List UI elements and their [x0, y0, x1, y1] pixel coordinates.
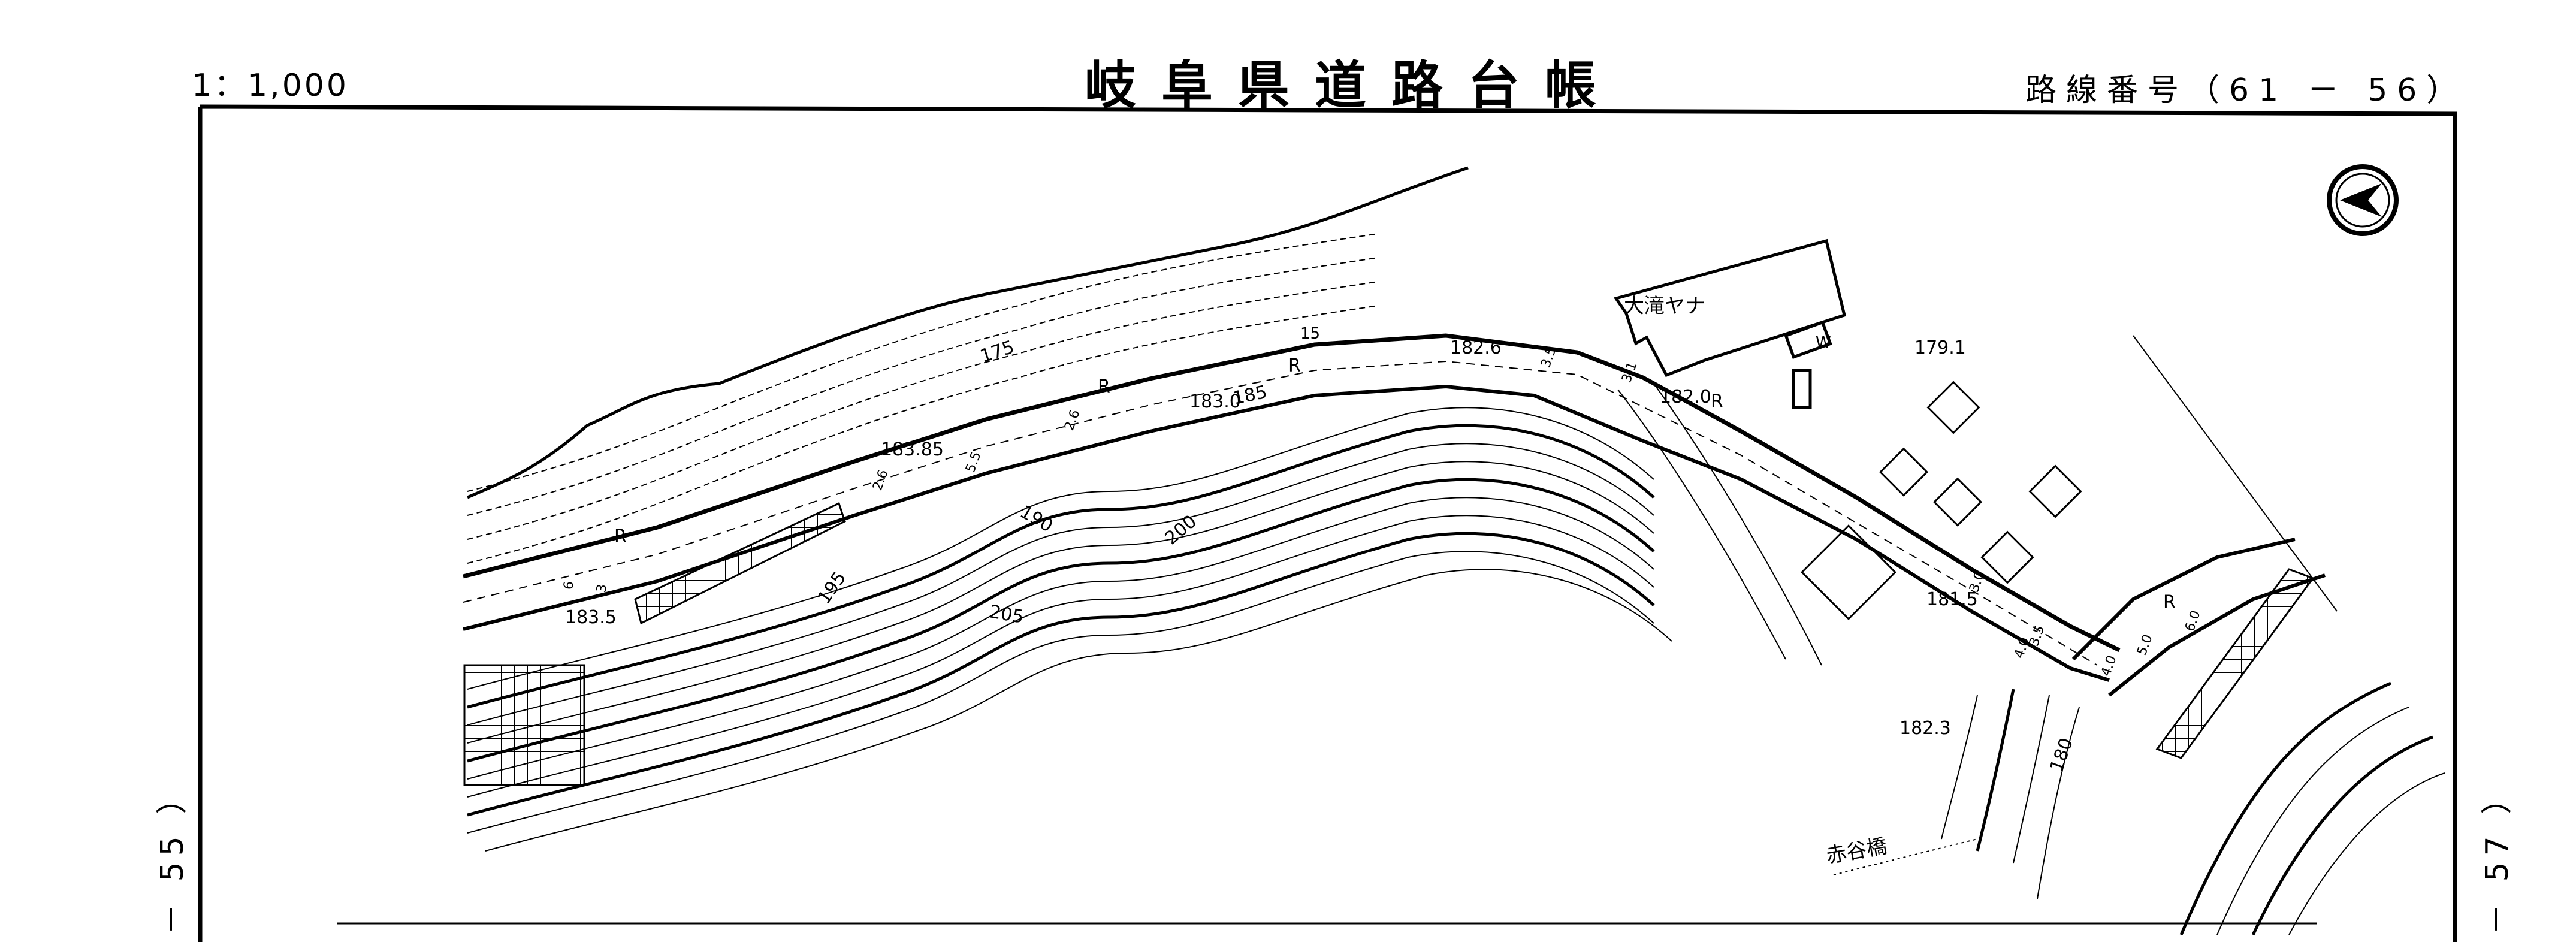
width-label: 3 [594, 583, 610, 594]
width-label: 2.6 [870, 468, 891, 493]
retaining-wall-mark: R [1288, 355, 1301, 376]
elevation-label: 182.6 [1450, 337, 1502, 358]
retaining-wall-mark: R [1711, 391, 1723, 412]
contour-label: 205 [988, 601, 1025, 627]
width-label: 3.1 [1619, 360, 1640, 385]
elevation-label: 181.5 [1926, 589, 1978, 610]
contour-label: 175 [978, 337, 1017, 367]
width-label: 15 [1300, 325, 1320, 343]
road [463, 333, 2326, 697]
map-labels: 大滝ヤナ W 赤谷橋 183.5 183.85 183.0 182.6 182.… [561, 294, 2203, 868]
width-label: 3.0 [1967, 570, 1988, 594]
annex-building [1784, 320, 1832, 360]
paved-area [463, 664, 585, 786]
retaining-wall-mark: R [2163, 592, 2176, 613]
retaining-wall-mark: R [1098, 376, 1110, 397]
road-centerline [463, 360, 2098, 666]
annex-label: W [1816, 334, 1831, 352]
elevation-label: 183.0 [1189, 391, 1241, 412]
width-label: 2.6 [1062, 408, 1083, 433]
retaining-wall-right [2155, 568, 2315, 759]
width-label: 5.0 [2134, 633, 2155, 657]
map-frame [198, 104, 2457, 942]
bridge-leader [1833, 838, 1978, 875]
contour-label: 190 [1016, 502, 1056, 537]
width-label: 6 [561, 580, 577, 591]
river-bank [467, 166, 1469, 499]
elevation-label: 182.0 [1660, 387, 1711, 407]
north-arrow-icon [2327, 164, 2399, 236]
retaining-wall [634, 502, 846, 625]
slope-lines [1617, 335, 2445, 936]
elevation-label: 182.3 [1899, 718, 1951, 739]
buildings [1613, 238, 2082, 620]
page-title: 岐阜県道路台帳 [1085, 56, 1621, 116]
width-label: 5.5 [963, 450, 984, 475]
route-number: 路線番号（61 － 56） [2025, 73, 2468, 108]
hill-contours [467, 407, 1672, 852]
elevation-label: 183.5 [565, 607, 617, 628]
road-upper-edge [463, 333, 2121, 653]
retaining-wall-mark: R [614, 526, 627, 547]
facility-building [1613, 238, 1846, 378]
elevation-label: 179.1 [1914, 337, 1966, 358]
map-scale: 1：1,000 [192, 68, 349, 104]
facility-name-label: 大滝ヤナ [1624, 294, 1705, 318]
road-lower-edge [463, 384, 2110, 682]
elevation-label: 183.85 [881, 439, 944, 460]
contour-label: 180 [2046, 735, 2077, 775]
bridge-name-label: 赤谷橋 [1825, 834, 1889, 868]
width-label: 4.0 [2098, 654, 2119, 678]
